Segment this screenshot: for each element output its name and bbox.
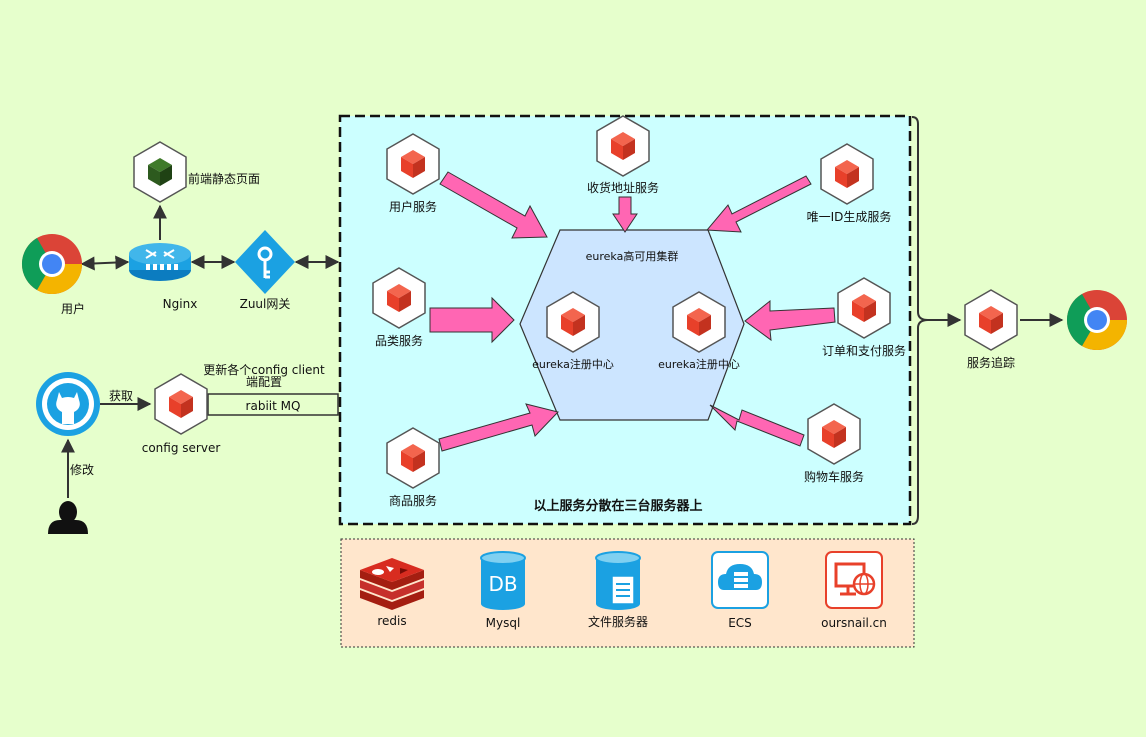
eureka2-label: eureka注册中心 [658, 357, 740, 371]
eureka-cluster-title: eureka高可用集群 [586, 249, 679, 263]
user-service-label: 用户服务 [389, 199, 437, 214]
chrome-user-icon [21, 234, 83, 295]
file-server-label: 文件服务器 [588, 614, 648, 629]
trace-cube-icon [964, 289, 1018, 351]
website-globe-icon [825, 551, 883, 609]
config-server-cube-icon [154, 373, 208, 435]
fetch-label: 获取 [109, 389, 133, 403]
address-service-label: 收货地址服务 [587, 180, 659, 195]
zuul-key-icon [235, 230, 295, 294]
modify-label: 修改 [70, 462, 94, 477]
site-label: oursnail.cn [821, 616, 887, 630]
order-service-label: 订单和支付服务 [822, 343, 906, 358]
uid-service-label: 唯一ID生成服务 [807, 209, 892, 224]
static-page-label: 前端静态页面 [188, 171, 260, 186]
file-server-icon [595, 551, 641, 610]
update-config-label-line2: 端配置 [246, 375, 282, 389]
cluster-footer-label: 以上服务分散在三台服务器上 [533, 498, 702, 514]
trace-label: 服务追踪 [967, 355, 1015, 370]
redis-label: redis [377, 614, 406, 628]
redis-icon [360, 558, 424, 610]
ecs-label: ECS [728, 616, 752, 630]
update-config-label-line1: 更新各个config client [203, 362, 325, 377]
rabbit-mq-label: rabiit MQ [246, 399, 301, 413]
nginx-router-icon [129, 243, 191, 281]
chrome-right-icon [1066, 290, 1127, 351]
user-label: 用户 [61, 301, 85, 316]
zuul-label: Zuul网关 [240, 297, 291, 311]
mysql-db-icon [480, 551, 526, 610]
pink-arrows [429, 171, 836, 452]
category-service-label: 品类服务 [375, 333, 423, 348]
config-server-label: config server [142, 441, 221, 455]
nginx-label: Nginx [163, 297, 198, 311]
product-service-label: 商品服务 [389, 493, 437, 508]
db-glyph: DB [488, 572, 517, 596]
eureka1-label: eureka注册中心 [532, 357, 614, 371]
cart-service-label: 购物车服务 [804, 469, 864, 484]
ecs-cloud-icon [711, 551, 769, 609]
static-page-cube-icon [133, 141, 187, 203]
mysql-label: Mysql [486, 616, 521, 630]
developer-person-icon [48, 501, 88, 534]
github-icon [36, 372, 100, 436]
